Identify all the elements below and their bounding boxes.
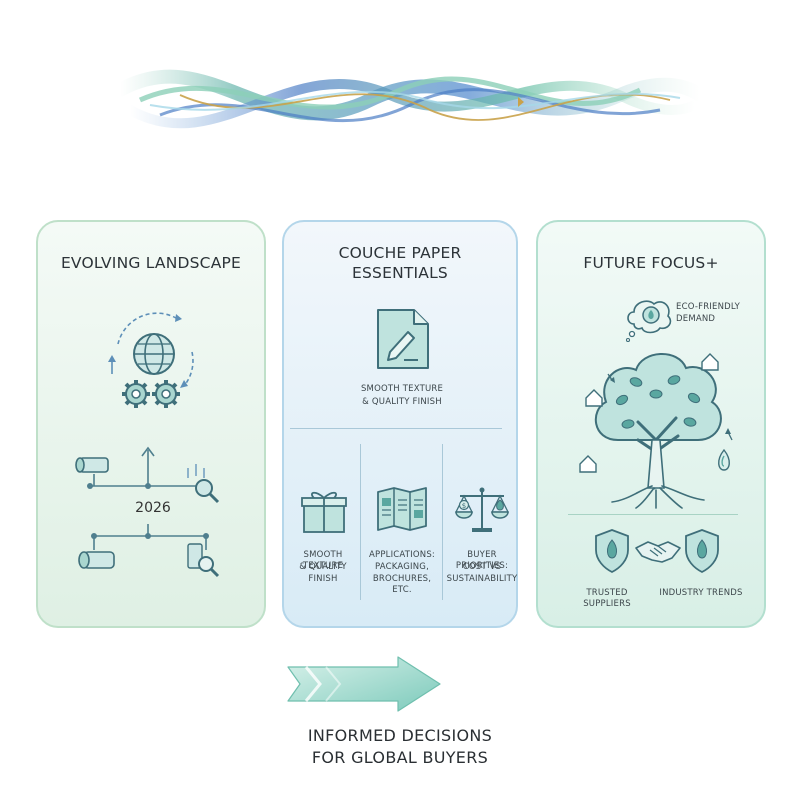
eco-lightbulb-icon	[625, 300, 672, 342]
timeline-network-diagram	[75, 446, 220, 578]
top-caption-line2: & QUALITY FINISH	[362, 397, 442, 407]
item2-line2: PACKAGING,	[374, 562, 429, 572]
item3-line2: COST vs	[462, 562, 502, 572]
divider-vertical	[442, 444, 443, 600]
paper-roll-icon	[75, 457, 109, 473]
trusted-suppliers-label: TRUSTED SUPPLIERS	[583, 588, 631, 609]
top-caption-line1: SMOOTH TEXTURE	[360, 384, 444, 394]
panel-title-line2: ESSENTIALS	[352, 264, 448, 282]
industry-trends-label: INDUSTRY TRENDS	[659, 588, 743, 598]
divider-horizontal	[568, 514, 738, 515]
trust-shields-handshake-icon	[595, 529, 719, 574]
conclusion-line2: FOR GLOBAL BUYERS	[311, 748, 489, 767]
globe-gears-icon	[108, 312, 194, 408]
item1-line1: SMOOTH TEXTURE	[302, 550, 344, 571]
panel-title: EVOLVING LANDSCAPE	[60, 254, 242, 272]
item2-line3: BROCHURES, ETC.	[372, 574, 432, 595]
svg-text:$: $	[462, 502, 466, 510]
conclusion-line1: INFORMED DECISIONS	[307, 726, 493, 745]
panel-title-line1: COUCHE PAPER	[338, 244, 462, 262]
gift-box-icon	[301, 491, 347, 533]
timeline-year: 2026	[135, 500, 171, 516]
wave-ribbon-graphic	[113, 69, 700, 129]
item3-line3: SUSTAINABILITY	[446, 574, 518, 584]
future-focus-panel: FUTURE FOCUS+ ECO-FRIENDLY DEMAND	[536, 220, 766, 628]
divider-vertical	[360, 444, 361, 600]
balance-scale-icon: $	[454, 487, 510, 532]
eco-friendly-label-line1: ECO-FRIENDLY	[676, 302, 741, 312]
document-edit-icon	[377, 309, 429, 369]
item3-line1: BUYER PRIORITIES:	[455, 550, 509, 571]
brochure-icon	[377, 487, 427, 531]
panel-title: FUTURE FOCUS+	[583, 254, 719, 272]
divider-horizontal	[290, 428, 502, 429]
eco-friendly-label-line2: DEMAND	[676, 314, 716, 324]
item2-line1: APPLICATIONS:	[368, 550, 435, 560]
couche-paper-essentials-panel: COUCHE PAPER ESSENTIALS SMOOTH TEXTURE &…	[282, 220, 518, 628]
forward-arrow-icon	[287, 656, 441, 712]
item1-line3: FINISH	[308, 574, 338, 584]
item1-line2: & QUALITY	[299, 562, 347, 572]
growth-tree-icon	[579, 353, 733, 509]
evolving-landscape-panel: EVOLVING LANDSCAPE	[36, 220, 266, 628]
